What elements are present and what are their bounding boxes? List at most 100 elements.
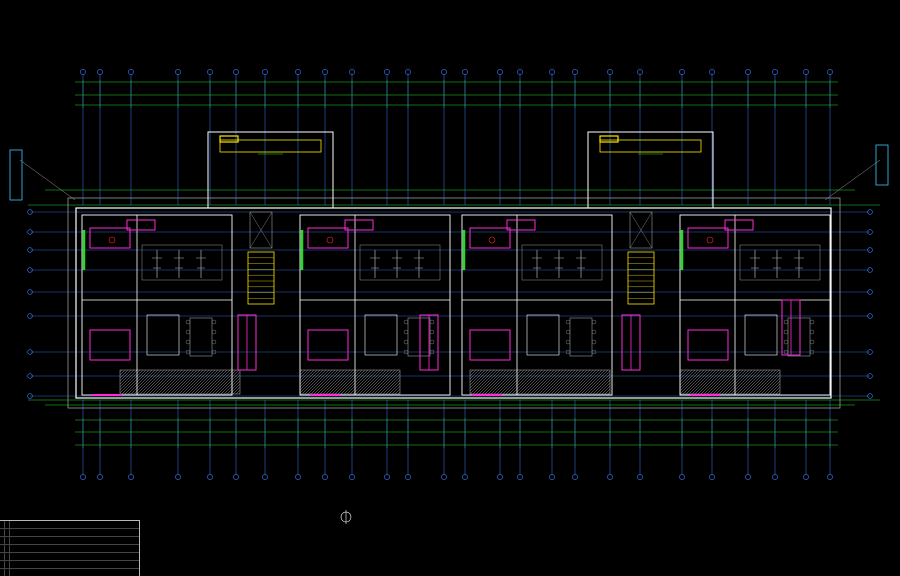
chair xyxy=(591,329,597,335)
title-block-cell xyxy=(5,569,10,576)
axis-bubble xyxy=(441,69,447,75)
unit-layer xyxy=(9,135,889,396)
balcony-hatch xyxy=(119,369,241,395)
chair xyxy=(185,349,191,355)
chair xyxy=(809,339,815,345)
axis-bubble xyxy=(405,69,411,75)
chair xyxy=(591,349,597,355)
axis-bubble xyxy=(27,229,33,235)
chair xyxy=(185,319,191,325)
title-block-row xyxy=(0,569,139,576)
kitchen-wall xyxy=(89,329,131,361)
window-wall xyxy=(126,219,156,231)
axis-bubble xyxy=(175,474,181,480)
axis-bubble xyxy=(827,474,833,480)
axis-bubble xyxy=(772,474,778,480)
window-wall xyxy=(724,219,754,231)
chair xyxy=(185,339,191,345)
unit-outline xyxy=(679,214,831,396)
axis-bubble xyxy=(349,474,355,480)
roof-marker xyxy=(599,135,619,143)
axis-bubble xyxy=(322,474,328,480)
axis-bubble xyxy=(709,474,715,480)
axis-grid-layer xyxy=(27,69,873,480)
axis-bubble xyxy=(233,69,239,75)
dining-table xyxy=(189,317,213,357)
sofa xyxy=(744,314,778,356)
chair xyxy=(783,339,789,345)
chair xyxy=(783,349,789,355)
bathroom-wall xyxy=(89,227,131,249)
axis-bubble xyxy=(295,69,301,75)
axis-bubble xyxy=(607,474,613,480)
wall-layer xyxy=(67,131,841,409)
title-block-row xyxy=(0,545,139,553)
title-block-row xyxy=(0,529,139,537)
core-tower xyxy=(587,131,714,209)
axis-bubble xyxy=(572,69,578,75)
axis-bubble xyxy=(497,474,503,480)
axis-bubble xyxy=(175,69,181,75)
title-block xyxy=(0,520,140,576)
exterior-wall xyxy=(75,207,832,399)
fixture-marker xyxy=(488,236,496,244)
axis-bubble xyxy=(867,373,873,379)
axis-bubble xyxy=(745,474,751,480)
kitchen-wall xyxy=(307,329,349,361)
balcony-hatch xyxy=(679,369,781,395)
chair xyxy=(565,319,571,325)
chair xyxy=(565,349,571,355)
title-block-cell xyxy=(0,545,5,552)
roof-marker xyxy=(219,135,239,143)
axis-bubble xyxy=(349,69,355,75)
axis-bubble xyxy=(27,289,33,295)
title-block-cell xyxy=(0,521,5,528)
axis-bubble xyxy=(867,313,873,319)
axis-bubble xyxy=(462,474,468,480)
chair xyxy=(211,349,217,355)
title-block-row xyxy=(0,537,139,545)
chair xyxy=(809,349,815,355)
chair xyxy=(591,339,597,345)
chair xyxy=(783,329,789,335)
dining-table xyxy=(569,317,593,357)
title-block-cell xyxy=(0,529,5,536)
elevator-shaft xyxy=(629,211,653,249)
bedroom-block xyxy=(141,244,223,281)
stair xyxy=(627,251,655,305)
axis-bubble xyxy=(637,69,643,75)
chair xyxy=(565,329,571,335)
hatch-layer xyxy=(119,369,781,395)
stair xyxy=(247,251,275,305)
fixture-marker xyxy=(108,236,116,244)
core-roof xyxy=(599,139,702,153)
axis-bubble xyxy=(497,69,503,75)
leader-line xyxy=(19,159,76,201)
title-block-cell xyxy=(5,545,10,552)
axis-bubble xyxy=(867,393,873,399)
chair xyxy=(403,339,409,345)
title-block-row xyxy=(0,521,139,529)
unit-outline xyxy=(81,214,233,396)
chair xyxy=(809,329,815,335)
bedroom-block xyxy=(359,244,441,281)
title-block-cell xyxy=(5,561,10,568)
window-wall xyxy=(506,219,536,231)
kitchen-wall xyxy=(687,329,729,361)
axis-bubble xyxy=(867,267,873,273)
axis-bubble xyxy=(80,474,86,480)
axis-bubble xyxy=(549,69,555,75)
axis-bubble xyxy=(27,393,33,399)
chair xyxy=(403,319,409,325)
chair xyxy=(403,329,409,335)
axis-bubble xyxy=(97,474,103,480)
leader-line xyxy=(824,159,881,201)
bathroom-wall xyxy=(307,227,349,249)
axis-bubble xyxy=(384,474,390,480)
axis-bubble xyxy=(517,69,523,75)
axis-bubble xyxy=(607,69,613,75)
axis-bubble xyxy=(97,69,103,75)
chair xyxy=(783,319,789,325)
